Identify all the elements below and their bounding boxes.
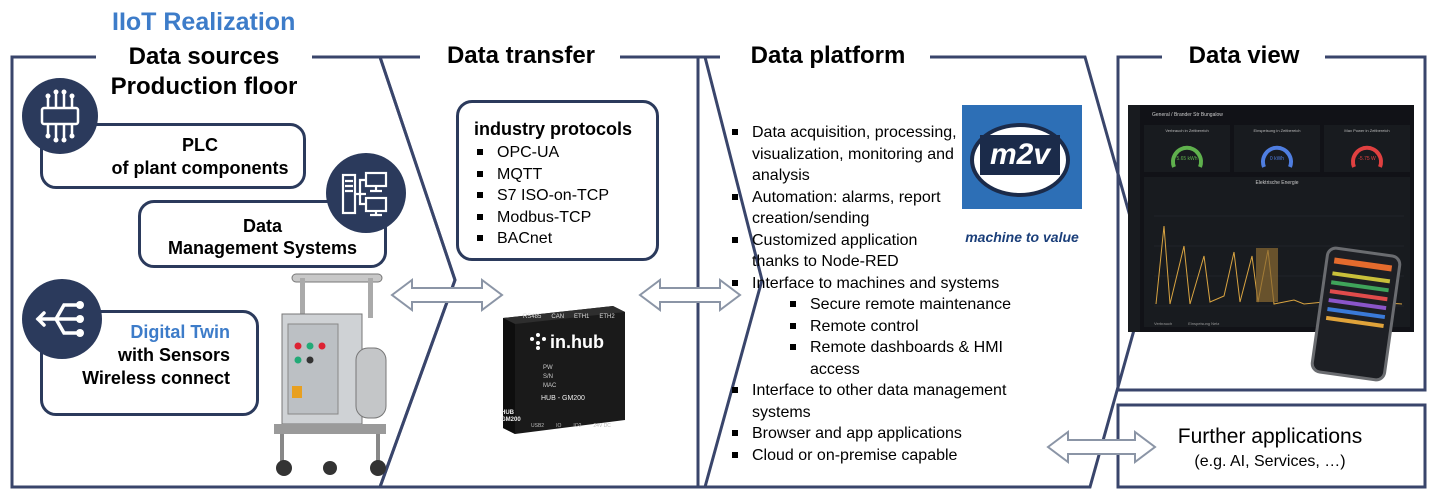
- plc-label: PLC: [182, 135, 218, 155]
- double-arrow-sources-transfer: [390, 278, 504, 312]
- dashboard-sidebar: [1128, 105, 1140, 332]
- feature-item: Data acquisition, processing, visualizat…: [730, 122, 962, 187]
- m2v-logo: m2v machine to value: [960, 105, 1086, 245]
- sources-title: Data sources Production floor: [96, 42, 312, 102]
- dashboard-breadcrumb: General / Brander Str Bungalow: [1152, 112, 1223, 118]
- port-label: ETH2: [599, 314, 615, 320]
- gauge-title: Einspeisung in Zeitbereich: [1253, 128, 1301, 133]
- dms-label: Data: [242, 216, 282, 236]
- usb-share-icon: [22, 279, 102, 359]
- inhub-model: HUB - GM200: [541, 395, 585, 402]
- protocols-box: industry protocols OPC-UA MQTT S7 ISO-on…: [456, 100, 659, 261]
- sub-feature-item: Secure remote maintenance: [730, 294, 1050, 316]
- gauge-dial: [1261, 145, 1293, 168]
- protocol-item: OPC-UA: [475, 142, 609, 164]
- gauge-dial: [1171, 145, 1203, 168]
- protocol-item: Modbus-TCP: [475, 207, 609, 229]
- transfer-outline: [377, 55, 764, 489]
- further-subtitle: (e.g. AI, Services, …): [1194, 453, 1346, 470]
- feature-item: Interface to other data management syste…: [730, 380, 1052, 423]
- twin-wireless-label: Wireless connect: [82, 368, 230, 388]
- inhub-bottom: USB2 IO IO2 24V DC: [531, 423, 611, 429]
- platform-features: Data acquisition, processing, visualizat…: [730, 122, 1050, 466]
- double-arrow-platform-further: [1046, 430, 1157, 464]
- feature-item: Customized application thanks to Node-RE…: [730, 230, 957, 273]
- bottom-port-label: USB2: [531, 423, 545, 429]
- gauge-panel: Verbrauch in Zeitbereich 5.65 kWh: [1144, 125, 1230, 172]
- gauge-title: Verbrauch in Zeitbereich: [1165, 128, 1209, 133]
- bottom-port-label: IO2: [573, 423, 582, 429]
- inhub-status: PW S/N MAC: [543, 364, 556, 391]
- protocol-item: S7 ISO-on-TCP: [475, 185, 609, 207]
- platform-title: Data platform: [728, 42, 928, 70]
- sub-feature-item: Remote dashboards & HMI access: [730, 337, 1040, 380]
- sources-title-line2: Production floor: [110, 73, 298, 100]
- protocols-title: industry protocols: [474, 119, 633, 139]
- inhub-side-label: HUB GM200: [501, 410, 521, 423]
- feature-item: Automation: alarms, report creation/send…: [730, 187, 962, 230]
- feature-item: Browser and app applications: [730, 423, 1050, 445]
- view-title: Data view: [1165, 42, 1323, 70]
- platform-sub-feature-list: Secure remote maintenance Remote control…: [730, 294, 1050, 380]
- circuit-icon: [22, 78, 98, 154]
- gauge-panel: Max Power in Zeitbereich -5.75 W: [1324, 125, 1410, 172]
- sensor-cabinet-illustration: [274, 273, 387, 476]
- port-label: CAN: [551, 314, 565, 320]
- inhub-ports: RS485 CAN ETH1 ETH2: [523, 314, 615, 320]
- twin-sensors-label: with Sensors: [117, 345, 230, 365]
- inhub-brand: in.hub: [550, 332, 604, 352]
- gauge-title: Max Power in Zeitbereich: [1344, 128, 1390, 133]
- view-outline: [1116, 55, 1427, 392]
- transfer-title: Data transfer: [425, 42, 617, 70]
- bottom-port-label: 24V DC: [593, 423, 611, 429]
- inhub-device: in.hub RS485 CAN ETH1 ETH2 PW S/N MAC HU…: [495, 300, 630, 440]
- platform-feature-list: Data acquisition, processing, visualizat…: [730, 122, 1050, 294]
- energy-chart-title: Elektrische Energie: [1255, 180, 1299, 186]
- platform-feature-list-2: Interface to other data management syste…: [730, 380, 1050, 466]
- protocols-list: OPC-UA MQTT S7 ISO-on-TCP Modbus-TCP BAC…: [475, 142, 609, 250]
- platform-outline: [696, 55, 1150, 489]
- status-label: PW: [543, 365, 553, 371]
- energy-chart-plot: [1154, 215, 1404, 307]
- plc-sublabel: of plant components: [111, 158, 289, 178]
- m2v-logo-text: m2v: [980, 135, 1060, 175]
- status-label: S/N: [543, 374, 554, 380]
- protocol-item: BACnet: [475, 228, 609, 250]
- digital-twin-label: Digital Twin: [130, 322, 230, 342]
- diagram-title: IIoT Realization: [112, 8, 296, 36]
- legend-item: Einspeisung Netz: [1188, 321, 1220, 326]
- port-label: RS485: [523, 314, 542, 320]
- feature-item: Interface to machines and systems: [730, 273, 1050, 295]
- gauge-dial: [1351, 145, 1383, 168]
- further-outline: [1116, 403, 1427, 489]
- port-label: ETH1: [574, 314, 590, 320]
- chart-legend: Verbrauch Einspeisung Netz: [1154, 321, 1219, 326]
- status-label: MAC: [543, 383, 557, 389]
- gauge-panel: Einspeisung in Zeitbereich 0 kWh: [1234, 125, 1320, 172]
- computer-network-icon: [326, 153, 406, 233]
- gauge-value: 0 kWh: [1269, 156, 1285, 162]
- sources-title-line1: Data sources: [128, 43, 280, 70]
- gauge-value: -5.75 W: [1358, 156, 1376, 162]
- bottom-port-label: IO: [556, 423, 562, 429]
- m2v-tagline: machine to value: [965, 229, 1079, 245]
- legend-item: Verbrauch: [1154, 321, 1173, 326]
- dms-sublabel: Management Systems: [167, 238, 358, 258]
- further-title: Further applications: [1177, 425, 1363, 448]
- feature-item: Cloud or on-premise capable: [730, 445, 1050, 467]
- double-arrow-transfer-platform: [638, 278, 742, 312]
- sub-feature-item: Remote control: [730, 316, 1050, 338]
- gauge-value: 5.65 kWh: [1176, 156, 1198, 162]
- protocol-item: MQTT: [475, 164, 609, 186]
